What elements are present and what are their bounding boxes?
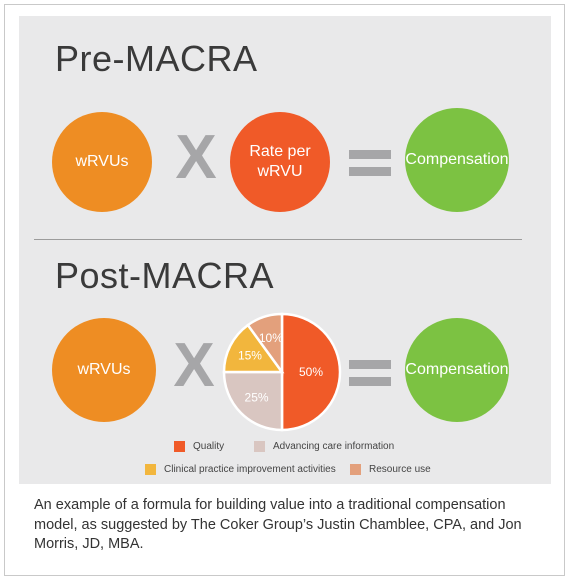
- post-equals-operator: [349, 360, 391, 386]
- legend-item-resource-use: Resource use: [350, 464, 431, 475]
- post-compensation-circle: Compensation: [405, 318, 509, 422]
- figure-caption: An example of a formula for building val…: [34, 497, 522, 553]
- legend-item-quality: Quality: [174, 441, 224, 452]
- pre-macra-title: Pre-MACRA: [55, 38, 258, 79]
- post-compensation-label: Compensation: [405, 361, 509, 378]
- pre-compensation-label: Compensation: [405, 151, 509, 168]
- legend-swatch-quality: [174, 441, 185, 452]
- quality-score-pie-chart: 50% 25% 15% 10%: [222, 312, 342, 432]
- legend-swatch-resource-use: [350, 464, 361, 475]
- pre-multiply-operator: X: [175, 123, 217, 192]
- pre-compensation-circle: Compensation: [405, 108, 509, 212]
- pre-rate-circle: Rate per wRVU: [230, 112, 330, 212]
- pie-label-resource-use: 10%: [259, 331, 283, 345]
- pie-label-advancing-care: 25%: [245, 390, 269, 404]
- legend-label-resource-use: Resource use: [369, 464, 431, 475]
- pre-wrvus-label: wRVUs: [75, 153, 129, 170]
- pie-slice-resource-use: [246, 312, 284, 376]
- pre-wrvus-circle: wRVUs: [52, 112, 152, 212]
- legend-label-quality: Quality: [193, 441, 225, 452]
- pie-slice-advancing-care: [222, 370, 284, 432]
- legend-label-advancing-care: Advancing care information: [273, 441, 395, 452]
- post-wrvus-circle: wRVUs: [52, 318, 156, 422]
- pre-rate-label: Rate per wRVU: [249, 143, 311, 180]
- pie-slice-quality: [280, 312, 342, 432]
- post-multiply-operator: X: [173, 331, 215, 400]
- section-divider: [34, 239, 522, 240]
- legend-swatch-advancing-care: [254, 441, 265, 452]
- pre-equals-operator: [349, 150, 391, 176]
- post-macra-title: Post-MACRA: [55, 255, 275, 296]
- post-wrvus-label: wRVUs: [77, 361, 131, 378]
- legend-label-clinical-practice: Clinical practice improvement activities: [164, 464, 336, 475]
- legend-item-advancing-care: Advancing care information: [254, 441, 394, 452]
- pie-label-quality: 50%: [299, 365, 323, 379]
- pie-label-clinical-practice: 15%: [238, 349, 262, 363]
- legend-item-clinical-practice: Clinical practice improvement activities: [145, 464, 336, 475]
- legend-swatch-clinical-practice: [145, 464, 156, 475]
